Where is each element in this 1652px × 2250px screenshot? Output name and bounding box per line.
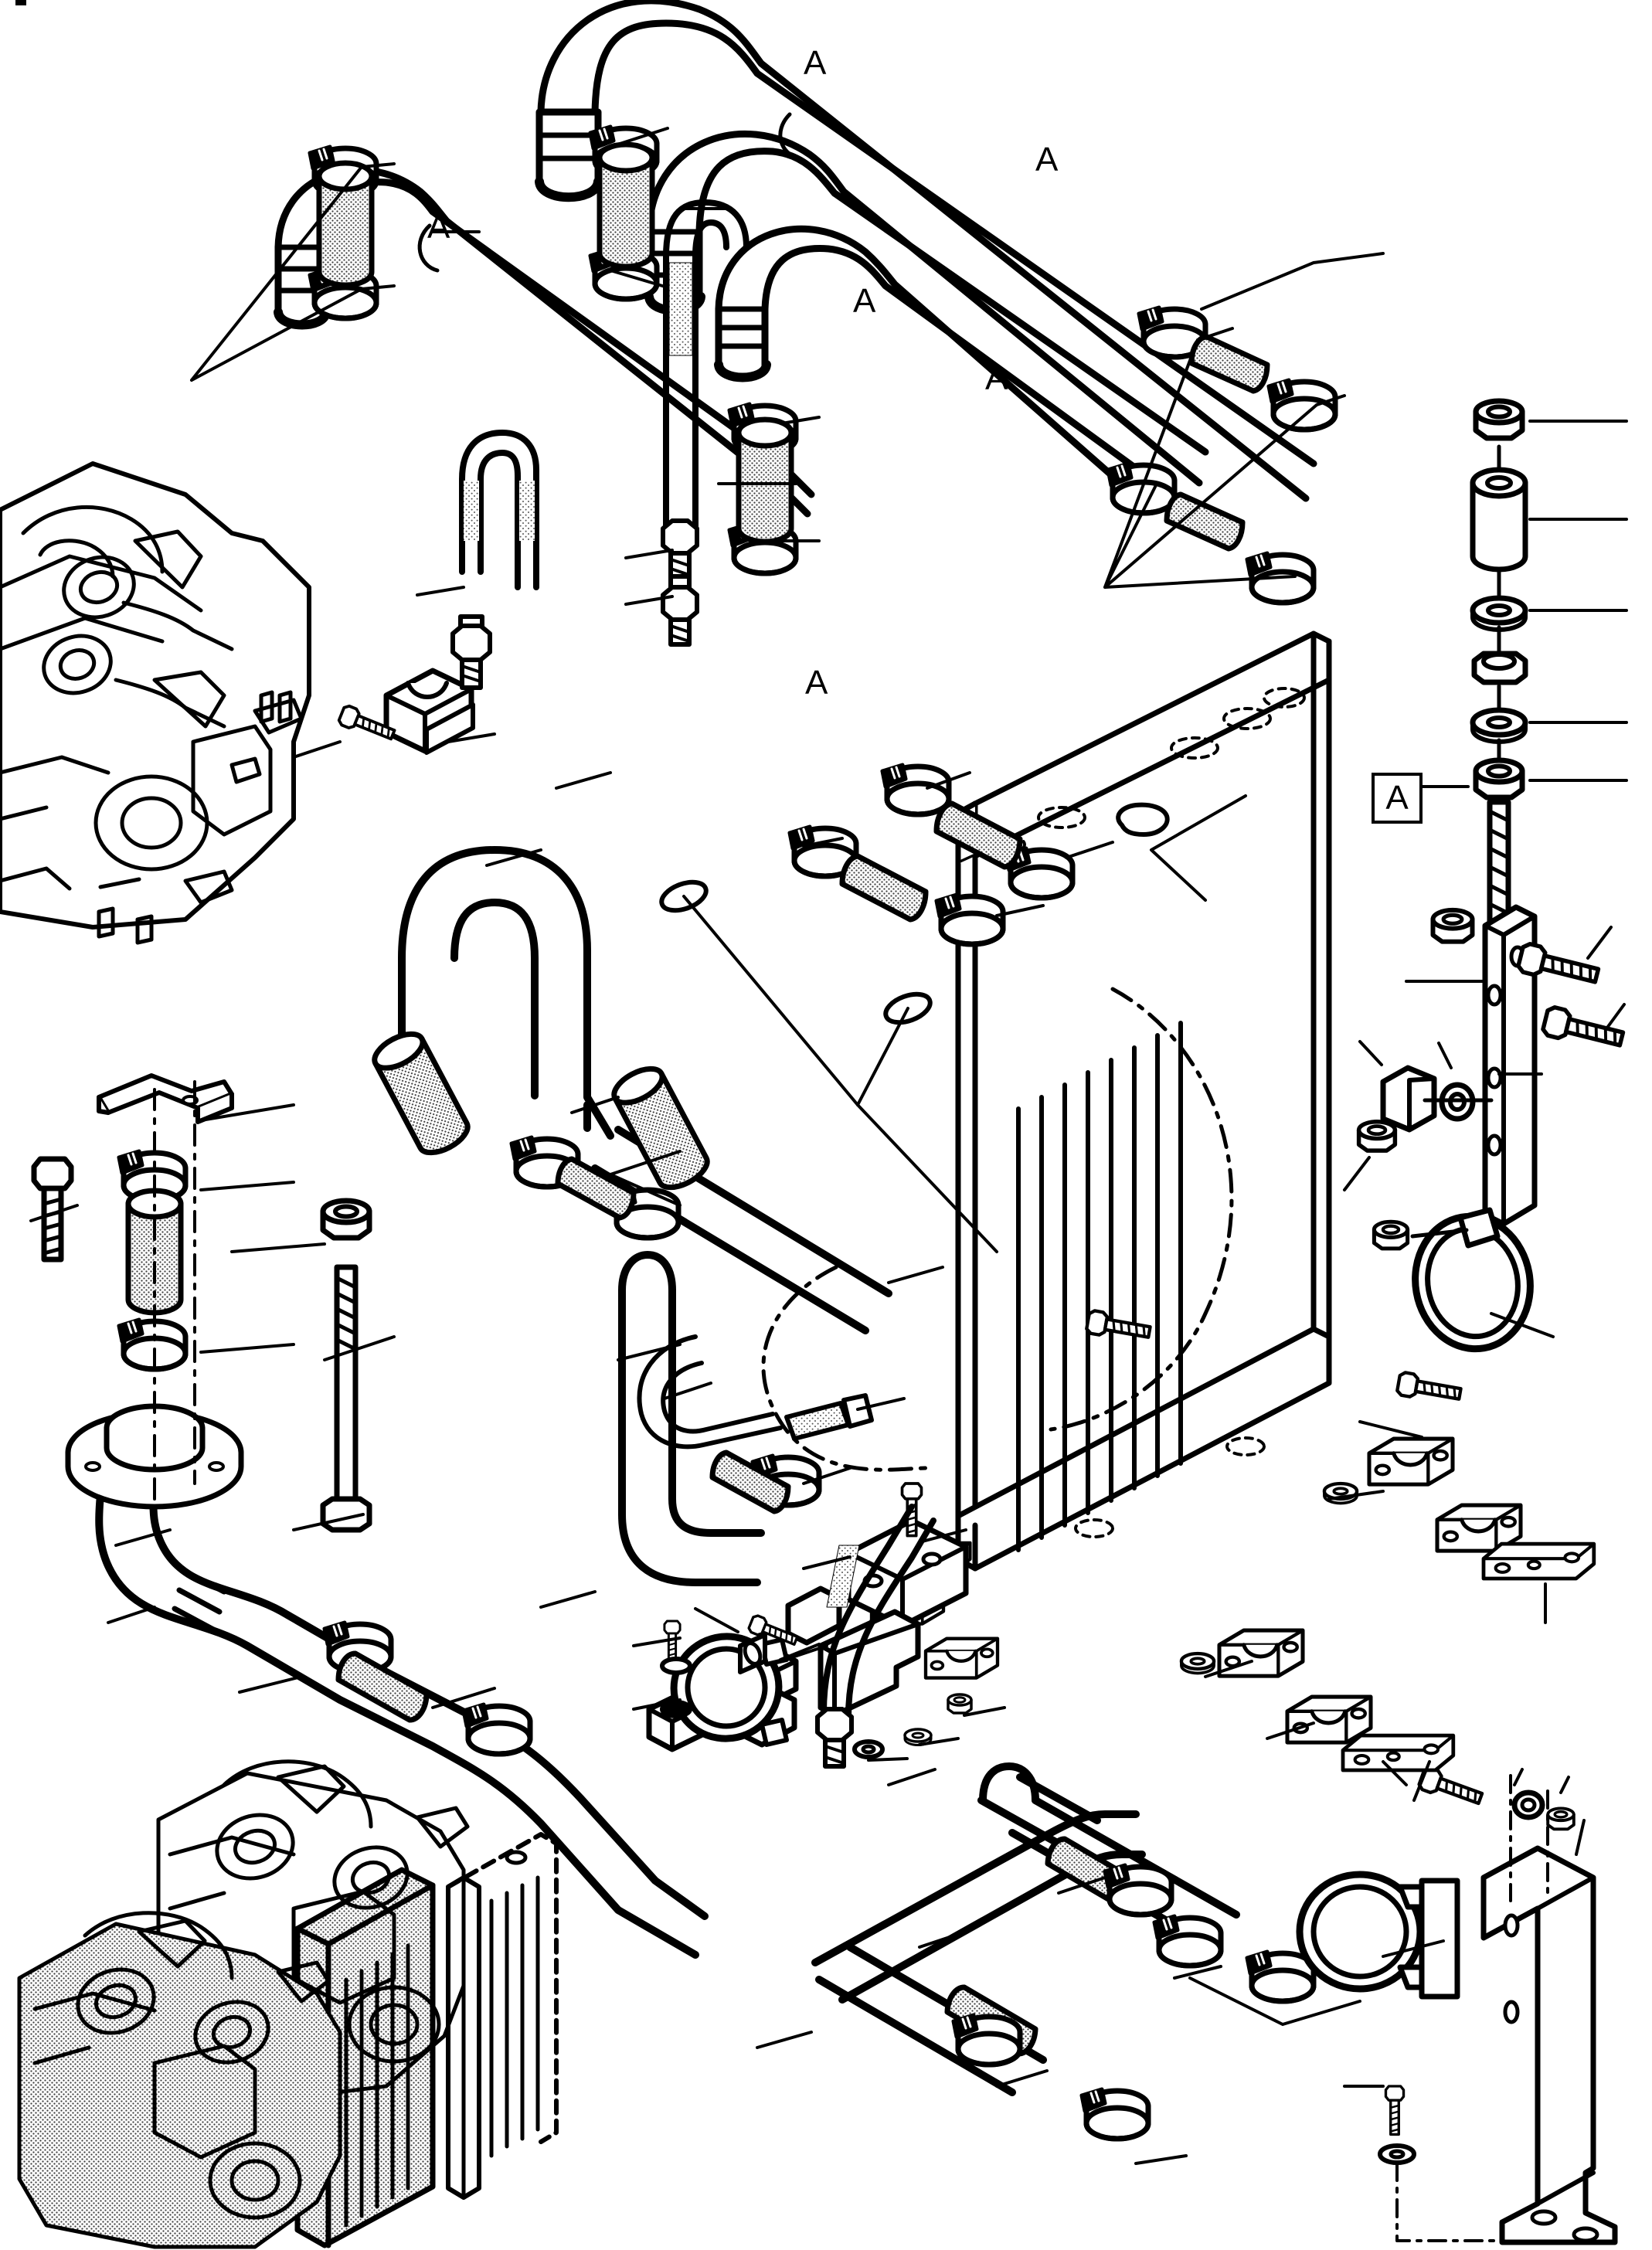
- hydraulic-hose-center: [663, 199, 750, 544]
- bracket-center: [646, 1482, 973, 1759]
- section-detail-box-a: A: [1372, 773, 1423, 824]
- long-bolt-left: [320, 1201, 372, 1533]
- clamp-block-group-1: [1324, 1371, 1594, 1579]
- mount-stack-right: [1470, 401, 1528, 938]
- coolant-pipe-u-lower: [618, 1251, 765, 1586]
- coolant-hose-upper-3: [714, 225, 1163, 515]
- hose-fitting-group: [450, 518, 1234, 1769]
- tube-connector-block: [336, 668, 475, 755]
- radiator-core: [955, 630, 1332, 1572]
- pipe-clamp-bottom-right: [1296, 1871, 1460, 2000]
- section-label-a1: A: [804, 44, 827, 82]
- bracket-lower-right: [1296, 1766, 1618, 2245]
- rubber-sleeve-group: [128, 144, 1270, 1723]
- connector-right-u: [784, 1393, 874, 1441]
- section-label-a6: A: [805, 664, 828, 702]
- hose-clamp-group: [119, 127, 1335, 2139]
- coolant-pipe-mid: [398, 846, 614, 1140]
- engine-lower-left-shaded: [17, 1911, 342, 2249]
- band-clamp-right: [1374, 1207, 1534, 1353]
- engine-upper-left: [0, 461, 311, 945]
- section-label-a3: A: [427, 208, 450, 246]
- section-label-a2: A: [1035, 141, 1059, 178]
- leader-lines: [29, 127, 1628, 2165]
- crop-mark-top-left: [15, 0, 26, 5]
- mount-plate-right: [1359, 904, 1625, 1353]
- coolant-hose-upper-1: [535, 0, 1317, 502]
- hydraulic-hose-left: [459, 430, 539, 590]
- section-label-a5: A: [985, 359, 1008, 397]
- hydraulic-hose-u: [637, 1334, 783, 1450]
- fastener-group: [34, 401, 1625, 2245]
- hydraulic-hose-bottom: [815, 1504, 936, 1769]
- flange-assembly-left: [65, 1073, 244, 1510]
- section-label-a4: A: [853, 282, 876, 320]
